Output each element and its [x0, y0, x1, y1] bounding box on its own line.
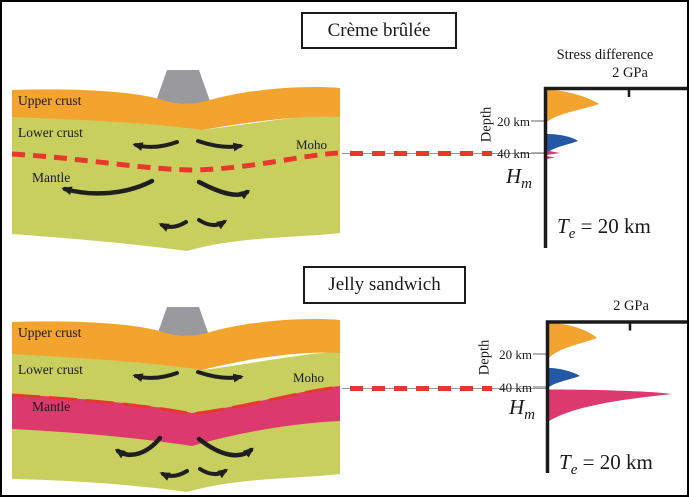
flow-arc-left — [159, 469, 189, 481]
flow-arrow-small-left — [132, 371, 179, 382]
tick-20km-top: 20 km — [497, 114, 530, 129]
te-rest: = 20 km — [575, 214, 651, 238]
tick-40km-bottom: 40 km — [499, 380, 532, 395]
hm-base: H — [506, 164, 522, 188]
flow-arrow-big-left — [114, 435, 163, 459]
upper-crust-layer — [12, 87, 340, 130]
flow-arc-right — [198, 467, 229, 479]
upper-crust-envelope-bottom — [549, 323, 597, 358]
creme-brulee-cross-section — [11, 70, 340, 251]
hm-sub: m — [521, 176, 533, 193]
stress-difference-title: Stress difference — [556, 47, 654, 63]
hm-label-bottom: Hm — [509, 395, 535, 424]
jelly-sandwich-title-box: Jelly sandwich — [303, 266, 466, 304]
moho-label-bottom: Moho — [293, 370, 325, 385]
jelly-sandwich-title: Jelly sandwich — [328, 274, 441, 295]
jelly-sandwich-cross-section — [11, 307, 341, 492]
moho-label-top: Moho — [296, 137, 328, 152]
te-label-top: Te = 20 km — [557, 214, 651, 243]
plot-axes-bottom — [545, 320, 687, 473]
upper-crust-label-top: Upper crust — [18, 93, 82, 108]
upper-crust-layer — [12, 319, 340, 370]
mantle-flow-arrows — [61, 139, 251, 232]
jelly-sandwich-strength-plot — [533, 320, 687, 473]
hm-base: H — [509, 395, 525, 419]
tick-20km-bottom: 20 km — [499, 347, 532, 362]
upper-crust-envelope-top — [547, 90, 599, 122]
te-label-bottom: Te = 20 km — [559, 450, 653, 479]
volcano — [155, 307, 211, 341]
gpa-label-bottom: 2 GPa — [613, 298, 649, 314]
gpa-label-top: 2 GPa — [612, 65, 648, 81]
te-base: T — [559, 450, 571, 474]
weak-mantle-envelope-sliver-2 — [547, 156, 555, 159]
strong-mantle-envelope-bottom — [549, 389, 672, 421]
tick-40km-top: 40 km — [497, 146, 530, 161]
flow-arc-left — [158, 220, 188, 232]
flow-arrow-big-right — [196, 436, 254, 458]
creme-brulee-title: Crème brûlée — [327, 19, 431, 41]
lower-crust-envelope-bottom — [549, 368, 580, 387]
te-sub: e — [570, 462, 578, 479]
hm-label-top: Hm — [506, 164, 532, 193]
lower-crust-label-top: Lower crust — [18, 125, 83, 140]
creme-brulee-strength-plot — [531, 86, 687, 248]
weak-mantle-and-lower-crust-body — [12, 114, 340, 251]
upper-crust-label-bottom: Upper crust — [18, 325, 82, 340]
te-base: T — [557, 214, 569, 238]
mantle-label-bottom: Mantle — [32, 399, 71, 414]
plot-axes-top — [543, 86, 687, 248]
mantle-label-top: Mantle — [32, 170, 71, 185]
flow-arrow-small-right — [196, 370, 244, 383]
flow-arrow-big-right — [196, 179, 251, 200]
flow-arrow-small-left — [132, 140, 179, 151]
creme-brulee-title-box: Crème brûlée — [301, 12, 457, 49]
flow-arrow-small-right — [196, 139, 244, 152]
depth-axis-label-bottom: Depth — [476, 339, 493, 376]
volcano — [155, 70, 211, 104]
lower-crust-envelope-top — [547, 134, 578, 153]
flow-arrow-big-left — [61, 178, 155, 196]
lower-crust-label-bottom: Lower crust — [18, 362, 83, 377]
te-rest: = 20 km — [577, 450, 653, 474]
hm-sub: m — [524, 407, 536, 424]
flow-arc-right — [197, 218, 228, 230]
te-sub: e — [568, 226, 576, 243]
flow-arrows — [114, 370, 254, 481]
weak-mantle-envelope-sliver-1 — [547, 150, 560, 155]
